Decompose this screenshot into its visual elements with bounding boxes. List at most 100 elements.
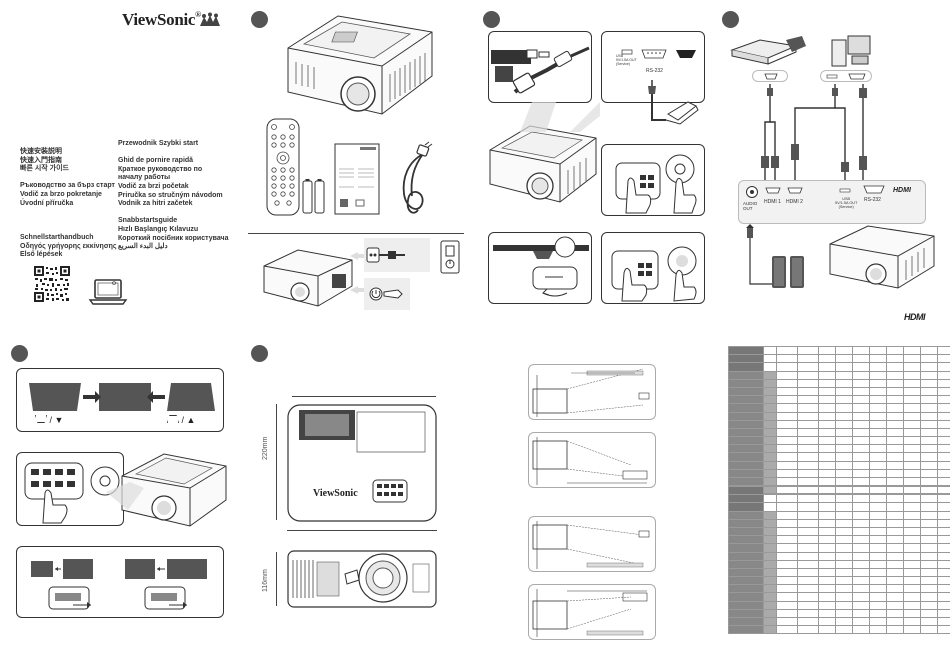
lang-sv: Snabbstartsguide (118, 217, 178, 225)
throw-diagram-ceiling-front (528, 516, 656, 572)
height-dimension-label: 116mm (262, 569, 269, 592)
table-row (728, 567, 950, 578)
callout-rays (520, 102, 600, 132)
laptop-icon (88, 279, 128, 305)
table-row (728, 584, 950, 594)
projector-source-image (829, 225, 935, 289)
table-row (728, 411, 950, 421)
media-player-image (730, 36, 806, 65)
lang-sr: Vodič za brzi početak (118, 182, 189, 190)
usb-service-label: USB 5V/1.5A OUT (Service) (835, 197, 858, 210)
step-badge-2 (483, 11, 500, 28)
table-row (728, 510, 950, 520)
table-row (728, 370, 950, 380)
connection-cables (761, 84, 867, 180)
spec-grid (728, 485, 950, 635)
width-dimension-line (292, 396, 436, 397)
table-row (728, 625, 950, 635)
language-list-left: 快速安裝説明 快速入門指南 빠른 시작 가이드 Ръководство за б… (20, 148, 117, 260)
quick-start-guide-image (334, 143, 380, 215)
projector-top-view: ViewSonic (287, 404, 437, 522)
table-row (728, 600, 950, 610)
lang-el: Οδηγός γρήγορης εκκίνησης (20, 242, 117, 250)
table-row (728, 608, 950, 619)
keypad-press-closeup (601, 144, 705, 216)
projector-rear-image (263, 249, 353, 307)
spec-grid (728, 345, 950, 495)
table-row (728, 616, 950, 627)
keypad-menu-closeup (601, 232, 705, 304)
table-row (728, 535, 950, 545)
lens-adjust-closeup (488, 232, 592, 304)
keystone-minus-label: / ▼ (35, 415, 63, 425)
rs232-cable-to-laptop (648, 80, 699, 125)
projector-io-panel: AUDIO OUT HDMI 1 HDMI 2 USB 5V/1.5A OUT … (738, 180, 926, 224)
hdmi-logo-small: HDMI (893, 187, 911, 194)
table-row (728, 551, 950, 561)
table-row (728, 502, 950, 512)
viewsonic-birds-logo (200, 12, 220, 26)
lang-ar: دليل البدء السريع (118, 243, 168, 251)
lang-tr: Hızlı Başlangıç Kılavuzu (118, 225, 199, 233)
depth-dimension-label: 220mm (262, 436, 269, 460)
depth-dimension-line (276, 404, 277, 520)
lang-sl: Vodnik za hitri začetek (118, 200, 193, 208)
lang-cs: Úvodní příručka (20, 199, 74, 207)
table-row (728, 526, 950, 537)
table-row (728, 345, 950, 356)
computer-image (831, 35, 871, 67)
table-row (728, 362, 950, 372)
lang-ru-1: Краткое руководство по (118, 165, 203, 173)
lang-ro: Ghid de pornire rapidă (118, 157, 194, 165)
table-row (728, 468, 950, 479)
batteries-image (302, 179, 325, 214)
table-row (728, 419, 950, 429)
height-dimension-line (276, 552, 277, 606)
throw-diagram-ceiling-side (528, 584, 656, 640)
source-hdmi-port (752, 70, 788, 82)
table-row (728, 427, 950, 438)
lang-zh-tw: 快速安裝説明 (20, 148, 62, 155)
brand-logo: ViewSonic® (122, 10, 201, 29)
throw-table-2 (728, 485, 950, 635)
keystone-panel: / ▼ / ▲ (16, 368, 224, 432)
usb-port-label: USB 5V/1.5A OUT (Service) (616, 54, 637, 66)
trapezoid-up-icon (167, 415, 179, 423)
lang-ru-2: началу работы (118, 174, 171, 182)
rs232-port-label: RS-232 (864, 197, 881, 203)
table-row (728, 378, 950, 388)
throw-diagram-floor-side (528, 432, 656, 488)
projector-keystone-image (106, 453, 227, 527)
arrow-left-icon (350, 252, 366, 260)
lang-sk: Priručka so stručným návodom (118, 191, 223, 199)
wall-outlet-panel (406, 238, 430, 272)
qr-code[interactable] (34, 266, 70, 302)
power-cable-image (402, 141, 433, 214)
table-row (728, 452, 950, 462)
table-row (728, 476, 950, 487)
lang-pl: Przewodnik Szybki start (118, 140, 199, 147)
table-row (728, 444, 950, 454)
hdmi2-label: HDMI 2 (786, 199, 803, 205)
step-badge-4 (11, 345, 28, 362)
projector-image (287, 15, 433, 115)
svg-text:ViewSonic: ViewSonic (313, 488, 358, 499)
hdmi-logo: HDMI (904, 312, 926, 322)
width-dimension-line-2 (287, 530, 437, 531)
wall-outlet-icon (440, 240, 460, 274)
table-row (728, 436, 950, 446)
remote-control-image (266, 118, 300, 216)
arrow-left-icon-2 (350, 286, 366, 294)
table-row (728, 559, 950, 569)
table-row (728, 386, 950, 397)
step-badge-3 (722, 11, 739, 28)
lang-bg: Ръководство за бърз старт (20, 182, 115, 190)
rs232-label: RS-232 (646, 68, 663, 74)
audio-out-label: AUDIO OUT (743, 201, 758, 211)
table-row (728, 395, 950, 405)
table-row (728, 592, 950, 602)
table-row (728, 576, 950, 586)
power-plug-icon (366, 247, 405, 263)
table-row (728, 354, 950, 364)
lang-hu: Első lépések (20, 251, 63, 259)
